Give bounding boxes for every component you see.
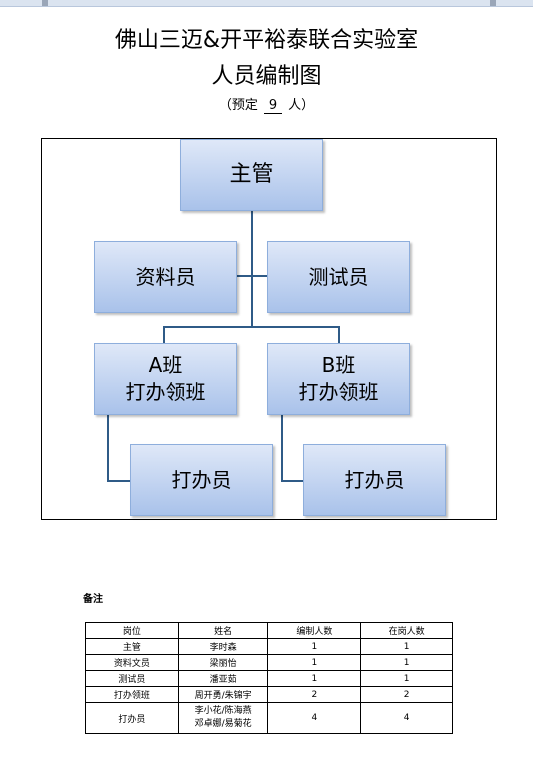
planned-headcount: （预定 9 人） xyxy=(0,94,533,114)
connector-staff-b-vertical xyxy=(281,415,283,482)
node-team-b-line1: B班 xyxy=(321,353,356,377)
connector-team-a xyxy=(163,326,165,344)
cell-name: 李小花/陈海燕 邓卓娜/易菊花 xyxy=(177,702,269,734)
planned-prefix: （预定 xyxy=(218,98,258,113)
planned-count: 9 xyxy=(264,98,282,114)
node-tester[interactable]: 测试员 xyxy=(267,241,410,313)
node-team-a-staff-label: 打办员 xyxy=(171,467,232,492)
planned-suffix: 人） xyxy=(288,98,315,113)
cell-name: 李时森 xyxy=(177,638,269,655)
node-clerk-label: 资料员 xyxy=(135,264,196,289)
staffing-table: 岗位 姓名 编制人数 在岗人数 主管 李时森 1 1 资料文员 梁丽怡 1 1 … xyxy=(85,622,453,734)
header-name: 姓名 xyxy=(177,622,269,639)
connector-staff-a-vertical xyxy=(107,415,109,482)
ruler-indent-marker[interactable] xyxy=(42,0,48,6)
node-team-b-staff-label: 打办员 xyxy=(344,467,405,492)
cell-planned: 2 xyxy=(267,686,362,703)
node-team-a-line2: 打办领班 xyxy=(125,380,206,404)
header-post: 岗位 xyxy=(85,622,179,639)
connector-team-b xyxy=(338,326,340,344)
cell-actual: 4 xyxy=(360,702,453,734)
org-chart-frame xyxy=(41,138,497,520)
header-actual: 在岗人数 xyxy=(360,622,453,639)
node-manager-label: 主管 xyxy=(229,162,274,188)
cell-planned: 4 xyxy=(267,702,362,734)
header-planned: 编制人数 xyxy=(267,622,362,639)
connector-staff-b-horizontal xyxy=(281,480,304,482)
cell-actual: 2 xyxy=(360,686,453,703)
table-row: 打办领班 周开勇/朱锦宇 2 2 xyxy=(85,686,453,703)
node-team-b-line2: 打办领班 xyxy=(298,380,379,404)
ruler xyxy=(0,0,533,7)
node-clerk[interactable]: 资料员 xyxy=(94,241,237,313)
cell-name: 周开勇/朱锦宇 xyxy=(177,686,269,703)
cell-planned: 1 xyxy=(267,654,362,671)
cell-planned: 1 xyxy=(267,638,362,655)
cell-actual: 1 xyxy=(360,654,453,671)
cell-name: 潘亚茹 xyxy=(177,670,269,687)
node-team-a-line1: A班 xyxy=(148,353,183,377)
table-row: 打办员 李小花/陈海燕 邓卓娜/易菊花 4 4 xyxy=(85,702,453,734)
connector-trunk xyxy=(251,211,253,328)
cell-planned: 1 xyxy=(267,670,362,687)
cell-name-line1: 李小花/陈海燕 xyxy=(194,706,252,716)
table-header-row: 岗位 姓名 编制人数 在岗人数 xyxy=(85,622,453,639)
cell-actual: 1 xyxy=(360,670,453,687)
ruler-right-marker[interactable] xyxy=(490,0,496,6)
cell-post: 测试员 xyxy=(85,670,179,687)
cell-post: 资料文员 xyxy=(85,654,179,671)
node-team-a-lead[interactable]: A班 打办领班 xyxy=(94,343,237,415)
table-row: 资料文员 梁丽怡 1 1 xyxy=(85,654,453,671)
document-subtitle: 人员编制图 xyxy=(211,64,322,89)
cell-name: 梁丽怡 xyxy=(177,654,269,671)
cell-post: 打办领班 xyxy=(85,686,179,703)
cell-name-line2: 邓卓娜/易菊花 xyxy=(194,719,252,729)
table-row: 测试员 潘亚茹 1 1 xyxy=(85,670,453,687)
document-title: 佛山三迈&开平裕泰联合实验室 xyxy=(114,28,419,53)
cell-post: 打办员 xyxy=(85,702,179,734)
connector-staff-a-horizontal xyxy=(107,480,130,482)
cell-actual: 1 xyxy=(360,638,453,655)
node-team-b-lead[interactable]: B班 打办领班 xyxy=(267,343,410,415)
connector-staff xyxy=(237,275,267,277)
node-team-b-staff[interactable]: 打办员 xyxy=(303,444,446,516)
remarks-label: 备注 xyxy=(83,594,103,605)
connector-teams xyxy=(163,326,339,328)
table-row: 主管 李时森 1 1 xyxy=(85,638,453,655)
node-tester-label: 测试员 xyxy=(308,264,369,289)
cell-post: 主管 xyxy=(85,638,179,655)
node-manager[interactable]: 主管 xyxy=(180,139,323,211)
node-team-a-staff[interactable]: 打办员 xyxy=(130,444,273,516)
